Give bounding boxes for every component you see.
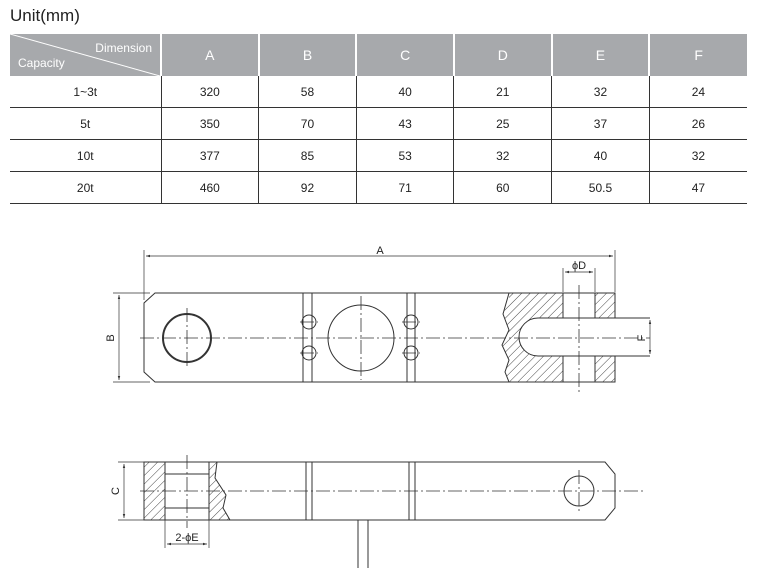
capacity-cell: 5t — [10, 107, 162, 140]
dimension-e-label: 2-ϕE — [175, 532, 198, 544]
value-cell: 60 — [453, 171, 553, 204]
unit-label: Unit(mm) — [10, 6, 80, 25]
corner-diagonal-line — [10, 34, 160, 76]
value-cell: 32 — [649, 139, 747, 172]
column-header-a: A — [161, 34, 260, 76]
side-hatch-left — [144, 462, 165, 520]
value-cell: 320 — [161, 76, 260, 108]
value-cell: 350 — [161, 107, 260, 140]
side-break-line — [214, 461, 231, 521]
value-cell: 70 — [258, 107, 357, 140]
value-cell: 377 — [161, 139, 260, 172]
top-slot — [518, 317, 650, 357]
column-header-f: F — [649, 34, 747, 76]
side-center-lines — [140, 455, 645, 528]
dimension-f-label: F — [636, 334, 648, 341]
value-cell: 92 — [258, 171, 357, 204]
value-cell: 32 — [551, 76, 650, 108]
value-cell: 40 — [356, 76, 455, 108]
table-header-row: Dimension Capacity A B C D E F — [10, 34, 747, 76]
value-cell: 37 — [551, 107, 650, 140]
corner-dimension-label: Dimension — [95, 41, 152, 55]
value-cell: 25 — [453, 107, 553, 140]
dimension-b-label: B — [105, 334, 117, 341]
top-body-outline — [143, 292, 616, 383]
top-view — [113, 250, 652, 392]
top-break-line — [501, 292, 510, 383]
table-row: 10t 377 85 53 32 40 32 — [10, 139, 747, 172]
value-cell: 43 — [356, 107, 455, 140]
dimension-d-label: ϕD — [572, 260, 586, 272]
corner-capacity-label: Capacity — [18, 56, 65, 70]
capacity-cell: 10t — [10, 139, 162, 172]
value-cell: 40 — [551, 139, 650, 172]
value-cell: 47 — [649, 171, 747, 204]
top-center-lines — [140, 285, 650, 392]
table-row: 1~3t 320 58 40 21 32 24 — [10, 76, 747, 108]
value-cell: 53 — [356, 139, 455, 172]
value-cell: 24 — [649, 76, 747, 108]
capacity-cell: 1~3t — [10, 76, 162, 108]
value-cell: 21 — [453, 76, 553, 108]
dimension-table: Dimension Capacity A B C D E F 1~3t 320 … — [10, 34, 747, 204]
value-cell: 26 — [649, 107, 747, 140]
column-header-b: B — [258, 34, 358, 76]
column-header-e: E — [551, 34, 651, 76]
side-view — [118, 455, 645, 568]
value-cell: 71 — [356, 171, 455, 204]
value-cell: 50.5 — [551, 171, 650, 204]
dimension-c-label: C — [110, 487, 122, 495]
value-cell: 85 — [258, 139, 357, 172]
corner-header-cell: Dimension Capacity — [10, 34, 162, 76]
value-cell: 58 — [258, 76, 357, 108]
column-header-d: D — [453, 34, 553, 76]
capacity-cell: 20t — [10, 171, 162, 204]
value-cell: 32 — [453, 139, 553, 172]
table-row: 20t 460 92 71 60 50.5 47 — [10, 171, 747, 204]
dimension-a-label: A — [376, 245, 384, 257]
value-cell: 460 — [161, 171, 260, 204]
table-row: 5t 350 70 43 25 37 26 — [10, 107, 747, 140]
column-header-c: C — [356, 34, 455, 76]
